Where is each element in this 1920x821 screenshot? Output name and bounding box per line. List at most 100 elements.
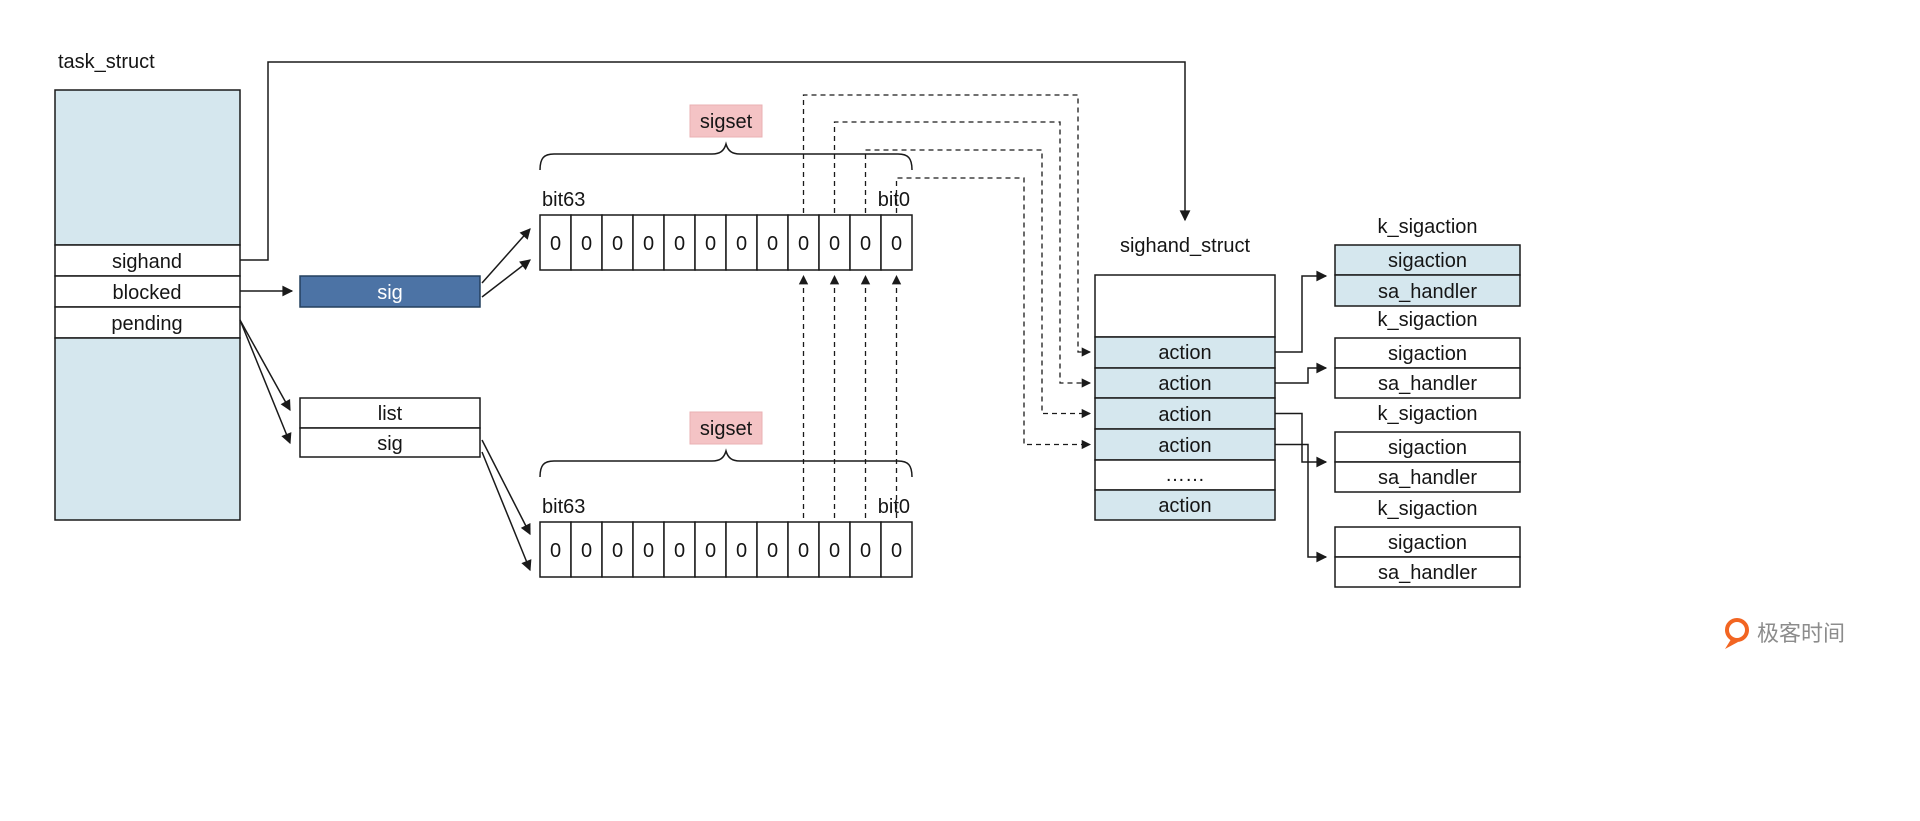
bottom-bit63-label: bit63 bbox=[542, 496, 585, 518]
ksigaction3-sahandler-label: sa_handler bbox=[1378, 467, 1477, 489]
bit-cell bbox=[601, 521, 634, 578]
task-struct-top-section bbox=[54, 89, 241, 246]
bit-cell bbox=[818, 214, 851, 271]
ksigaction1-sigaction-row bbox=[1334, 244, 1521, 276]
bit-value: 0 bbox=[736, 233, 747, 255]
bit-cell bbox=[539, 521, 572, 578]
bit-cell bbox=[880, 521, 913, 578]
bit-value: 0 bbox=[736, 540, 747, 562]
bit-value: 0 bbox=[860, 233, 871, 255]
connector-action3-to-ksigaction3 bbox=[1275, 412, 1328, 468]
bottom-sigset-brace bbox=[539, 448, 913, 478]
ksigaction2-sahandler-row bbox=[1334, 367, 1521, 399]
bit-value: 0 bbox=[612, 540, 623, 562]
bit-value: 0 bbox=[643, 540, 654, 562]
top-sigset-label: sigset bbox=[700, 111, 753, 133]
top-sigset-brace bbox=[539, 141, 913, 171]
action-label-last: action bbox=[1158, 495, 1211, 517]
action-label-1: action bbox=[1158, 342, 1211, 364]
arrow-pending-to-sig bbox=[239, 319, 292, 445]
field-row-blocked bbox=[54, 275, 241, 308]
bit-value: 0 bbox=[798, 233, 809, 255]
bit-cell bbox=[570, 521, 603, 578]
connector-action1-to-ksigaction1 bbox=[1275, 270, 1328, 353]
bit-cell bbox=[694, 521, 727, 578]
top-sigset-tag bbox=[689, 104, 763, 138]
bit-cell bbox=[570, 214, 603, 271]
bit-value: 0 bbox=[550, 233, 561, 255]
action-row-4 bbox=[1094, 428, 1276, 461]
field-row-sighand bbox=[54, 244, 241, 277]
bit-cell bbox=[601, 214, 634, 271]
bit-value: 0 bbox=[829, 540, 840, 562]
bit-value: 0 bbox=[829, 233, 840, 255]
ksigaction1-sigaction-label: sigaction bbox=[1388, 250, 1467, 272]
pending-sig-row bbox=[299, 427, 481, 458]
ksigaction-title-3: k_sigaction bbox=[1377, 403, 1477, 425]
bit-cell bbox=[880, 214, 913, 271]
ksigaction4-sigaction-label: sigaction bbox=[1388, 532, 1467, 554]
bit-cell bbox=[663, 214, 696, 271]
connector-action2-to-ksigaction2 bbox=[1275, 362, 1328, 384]
ksigaction-title-2: k_sigaction bbox=[1377, 309, 1477, 331]
bit-cell bbox=[632, 521, 665, 578]
ksigaction2-sigaction-row bbox=[1334, 337, 1521, 369]
bit-cell bbox=[539, 214, 572, 271]
bit-value: 0 bbox=[550, 540, 561, 562]
ksigaction3-sahandler-row bbox=[1334, 461, 1521, 493]
bit-cell bbox=[725, 521, 758, 578]
top-bit0-label: bit0 bbox=[878, 189, 910, 211]
bit-cell bbox=[694, 214, 727, 271]
field-label-sighand: sighand bbox=[112, 251, 182, 273]
dashed-bit-to-action-4 bbox=[895, 177, 1092, 450]
bit-cell bbox=[849, 521, 882, 578]
bit-value: 0 bbox=[767, 233, 778, 255]
pending-sig-label: sig bbox=[377, 433, 403, 455]
bit-value: 0 bbox=[581, 233, 592, 255]
bit-value: 0 bbox=[798, 540, 809, 562]
bit-value: 0 bbox=[891, 233, 902, 255]
dashed-bit-to-action-2 bbox=[833, 121, 1092, 388]
bottom-sigset-tag bbox=[689, 411, 763, 445]
task-struct-title: task_struct bbox=[58, 51, 155, 73]
ksigaction1-sahandler-label: sa_handler bbox=[1378, 281, 1477, 303]
top-bit63-label: bit63 bbox=[542, 189, 585, 211]
bit-cell bbox=[849, 214, 882, 271]
arrow-sig-to-bitarray-upper bbox=[481, 228, 531, 284]
sighand-struct-title: sighand_struct bbox=[1120, 235, 1251, 257]
action-label-4: action bbox=[1158, 435, 1211, 457]
action-ellipsis-row bbox=[1094, 459, 1276, 491]
action-row-last bbox=[1094, 489, 1276, 521]
bit-value: 0 bbox=[705, 233, 716, 255]
pending-list-row bbox=[299, 397, 481, 429]
bit-cell bbox=[632, 214, 665, 271]
bit-value: 0 bbox=[767, 540, 778, 562]
sighand-struct-empty-section bbox=[1094, 274, 1276, 338]
pending-list-label: list bbox=[378, 403, 403, 425]
arrow-sighand-to-sighand-struct bbox=[240, 61, 1191, 261]
ksigaction4-sahandler-label: sa_handler bbox=[1378, 562, 1477, 584]
watermark: 极客时间 bbox=[1725, 618, 1845, 649]
bottom-sigset-label: sigset bbox=[700, 418, 753, 440]
ksigaction4-sahandler-row bbox=[1334, 556, 1521, 588]
geektime-logo-icon bbox=[1725, 618, 1749, 642]
arrow-pending-to-list bbox=[239, 319, 291, 412]
bit-cell bbox=[818, 521, 851, 578]
blocked-sig-box bbox=[299, 275, 481, 308]
bit-value: 0 bbox=[612, 233, 623, 255]
bit-value: 0 bbox=[860, 540, 871, 562]
bit-value: 0 bbox=[643, 233, 654, 255]
watermark-text: 极客时间 bbox=[1757, 621, 1845, 646]
ksigaction2-sahandler-label: sa_handler bbox=[1378, 373, 1477, 395]
field-label-blocked: blocked bbox=[113, 282, 182, 304]
geektime-logo-tail bbox=[1725, 638, 1738, 649]
ksigaction2-sigaction-label: sigaction bbox=[1388, 343, 1467, 365]
bit-cell bbox=[787, 214, 820, 271]
bit-value: 0 bbox=[581, 540, 592, 562]
ksigaction3-sigaction-row bbox=[1334, 431, 1521, 463]
bit-value: 0 bbox=[891, 540, 902, 562]
bit-value: 0 bbox=[674, 540, 685, 562]
ksigaction1-sahandler-row bbox=[1334, 274, 1521, 307]
